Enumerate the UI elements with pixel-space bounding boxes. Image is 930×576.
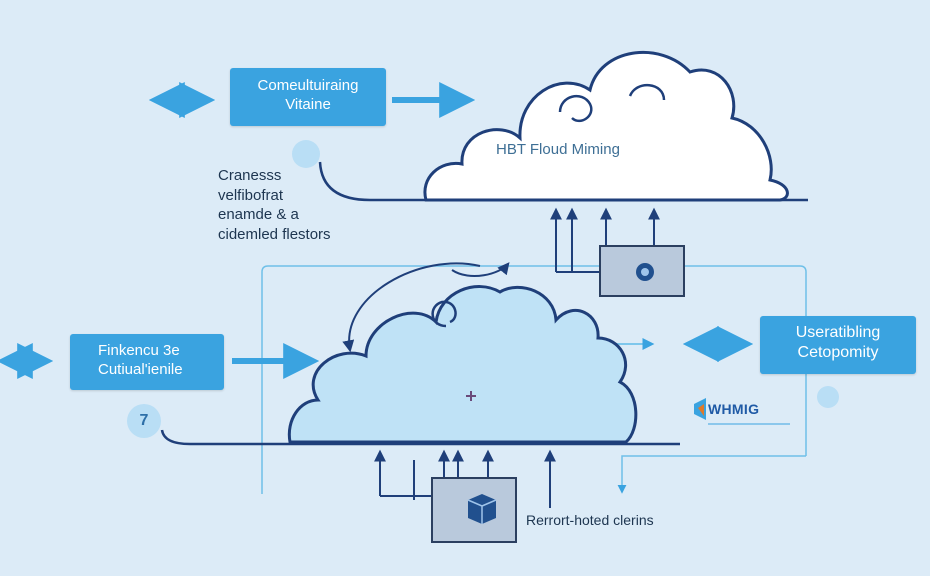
top-cloud — [423, 50, 789, 202]
plus-icon — [466, 391, 476, 401]
top-box-line2: Vitaine — [285, 95, 331, 113]
frame-outline — [261, 265, 807, 494]
note-line: enamde & a — [218, 206, 299, 223]
note-line: velfibofrat — [218, 186, 284, 204]
badge-icon — [292, 140, 320, 168]
badge-icon — [817, 386, 839, 408]
number-badge: 7 — [127, 404, 161, 438]
left-box-line2: Cutiual'ienile — [98, 360, 183, 378]
note-line: Cranesss — [218, 167, 282, 184]
circular-arrow-icon — [342, 262, 510, 353]
bottom-cloud-label: Rerrort-hoted clerins — [526, 512, 654, 528]
left-process-box[interactable]: Finkencu 3e Cutiual'ienile — [70, 334, 224, 390]
left-box-line1: Finkencu 3e — [98, 342, 180, 359]
up-arrows-bottom — [374, 449, 556, 508]
up-arrows-top — [550, 207, 660, 273]
side-note: Cranesss velfibofrat enamde & a cidemled… — [218, 166, 331, 244]
top-cloud-label: HBT Floud Miming — [496, 141, 620, 158]
server-icon — [431, 477, 517, 543]
top-connector-line — [318, 161, 808, 202]
right-box-line1: Useratibling — [795, 324, 881, 341]
logo-text: WHMIG — [708, 401, 760, 417]
right-box-line2: Cetopomity — [797, 344, 879, 361]
server-icon — [599, 245, 685, 297]
bottom-connector-line — [160, 429, 680, 446]
down-arrow-icon — [617, 455, 806, 494]
right-process-box[interactable]: Useratibling Cetopomity — [760, 316, 916, 374]
top-process-box[interactable]: Comeultuiraing Vitaine — [230, 68, 386, 126]
top-cloud-inner-curl — [628, 84, 666, 101]
logo-icon — [694, 398, 790, 425]
bottom-cloud-inner-curl — [431, 300, 457, 328]
top-cloud-inner-curl — [558, 94, 593, 123]
top-box-line1: Comeultuiraing — [257, 77, 359, 94]
bottom-cloud — [287, 285, 638, 444]
note-line: cidemled flestors — [218, 225, 331, 243]
